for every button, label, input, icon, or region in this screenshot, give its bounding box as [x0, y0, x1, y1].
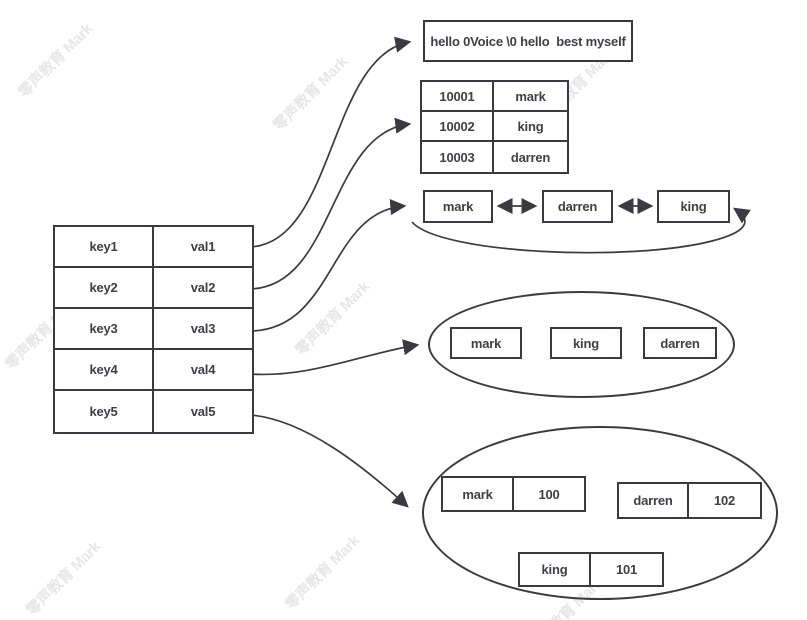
zset-score: 100 — [538, 486, 560, 502]
key-value-table: key1 val1 key2 val2 key3 val3 key4 val4 … — [53, 225, 254, 434]
list-node: mark — [423, 190, 493, 223]
set-member: mark — [450, 327, 522, 359]
arrow-key4-to-set — [249, 339, 420, 376]
zset-score: 102 — [713, 493, 736, 508]
hash-table: 10001 mark 10002 king 10003 darren — [420, 80, 569, 174]
val-cell: val5 — [190, 404, 216, 419]
string-value-box: hello 0Voice \0 hello best myself — [423, 20, 633, 62]
hash-value: king — [494, 112, 567, 142]
val-cell: val2 — [154, 268, 252, 309]
key-cell: key5 — [55, 391, 154, 432]
arrow-key5-to-zset — [250, 414, 409, 508]
arrow-key1-to-string — [249, 36, 412, 248]
zset-ellipse — [422, 426, 778, 600]
arrow-key3-to-list — [249, 199, 407, 332]
zset-member: darren — [619, 484, 689, 517]
zset-entry: king 101 — [518, 552, 664, 587]
arrow-key2-to-hash — [249, 117, 412, 290]
zset-entry: darren 102 — [617, 482, 762, 519]
hash-field: 10002 — [422, 112, 494, 142]
list-loop-back — [411, 207, 751, 254]
zset-score: 101 — [615, 562, 638, 577]
set-member: king — [550, 327, 622, 359]
hash-value: darren — [510, 149, 551, 165]
set-member: darren — [643, 327, 717, 359]
key-cell: key4 — [55, 350, 154, 391]
zset-member: king — [520, 554, 591, 585]
key-cell: key1 — [55, 227, 154, 268]
hash-value: mark — [494, 82, 567, 112]
key-cell: key3 — [55, 309, 154, 350]
zset-entry: mark 100 — [441, 476, 586, 512]
list-node: darren — [542, 190, 613, 223]
hash-field: 10003 — [422, 142, 494, 172]
set-ellipse — [428, 291, 735, 398]
hash-field: 10001 — [422, 82, 494, 112]
zset-member: mark — [443, 478, 514, 510]
val-cell: val3 — [154, 309, 252, 350]
key-cell: key2 — [55, 268, 154, 309]
list-node: king — [657, 190, 730, 223]
val-cell: val4 — [154, 350, 252, 391]
val-cell: val1 — [154, 227, 252, 268]
